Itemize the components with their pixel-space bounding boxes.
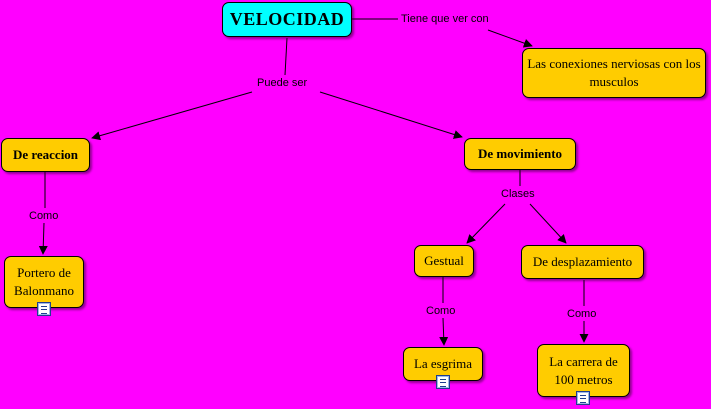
line-puede-to-reaccion: [91, 91, 253, 141]
link-label-como-gestual: Como: [424, 304, 458, 318]
node-desplazamiento[interactable]: De desplazamiento: [521, 245, 644, 279]
portero-document-icon[interactable]: [37, 302, 51, 316]
node-conexiones[interactable]: Las conexiones nerviosas con los musculo…: [522, 48, 706, 98]
line-puede-to-movimiento: [319, 91, 463, 139]
link-label-como-desplazamiento: Como: [565, 307, 599, 321]
line-como-to-esgrima: [439, 317, 449, 346]
link-label-clases: Clases: [499, 187, 537, 201]
link-label-como-reaccion: Como: [27, 209, 61, 223]
link-label-puede-ser: Puede ser: [255, 76, 310, 90]
line-velocidad-to-puede: [284, 37, 288, 76]
link-label-tiene-que-ver: Tiene que ver con: [399, 12, 491, 26]
node-reaccion[interactable]: De reaccion: [1, 138, 90, 172]
node-portero[interactable]: Portero de Balonmano: [4, 256, 84, 308]
node-gestual[interactable]: Gestual: [414, 245, 474, 277]
node-carrera[interactable]: La carrera de 100 metros: [537, 344, 630, 397]
esgrima-document-icon[interactable]: [436, 375, 450, 389]
node-velocidad[interactable]: VELOCIDAD: [222, 2, 352, 37]
line-tiene-to-conexiones: [487, 29, 533, 48]
line-clases-to-desplazamiento: [529, 203, 567, 244]
line-clases-to-gestual: [466, 203, 506, 244]
node-movimiento[interactable]: De movimiento: [464, 138, 576, 170]
line-como-to-portero: [38, 222, 48, 255]
node-esgrima[interactable]: La esgrima: [403, 347, 483, 381]
carrera-document-icon[interactable]: [576, 391, 590, 405]
